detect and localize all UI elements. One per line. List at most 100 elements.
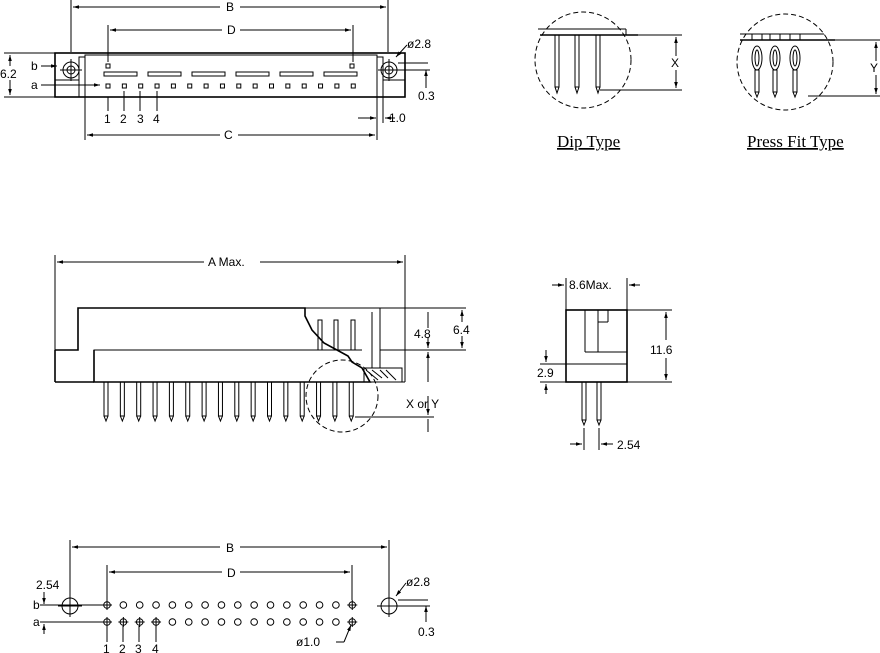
pin-hole: [332, 618, 340, 626]
side-pin-tip: [168, 415, 174, 423]
side-pin: [119, 381, 125, 417]
pin-number-4: 4: [153, 112, 160, 126]
pin-mark-a: [285, 83, 291, 89]
side-pin-tip: [217, 415, 223, 423]
side-pin: [250, 381, 256, 417]
pin-hole: [217, 618, 226, 626]
side-pin-tip: [267, 415, 272, 423]
side-view: A Max. 4.8 6.4 X or Y: [54, 255, 474, 433]
side-pin: [185, 381, 191, 417]
pin-hole: [168, 601, 177, 609]
bottom-view: B D 2.54 b a ø2.8 0.3 ø1.0 1 2 3: [33, 540, 435, 653]
dim-x-or-y-label: X or Y: [406, 397, 439, 411]
dim-2-9-label: 2.9: [537, 366, 554, 380]
pin-mark-b: [105, 63, 111, 69]
side-pin: [332, 381, 338, 417]
side-pin-tip: [332, 415, 338, 423]
dim-8-6-max-label: 8.6Max.: [569, 278, 612, 292]
side-pin: [217, 381, 223, 417]
bottom-pin-number-3: 3: [135, 642, 142, 653]
dim-y-label: Y: [870, 61, 878, 75]
side-pin: [267, 381, 272, 417]
pin-hole: [217, 601, 226, 609]
pin-hole: [184, 618, 193, 626]
pin-mark-a: [269, 83, 274, 89]
row-a-label: a: [31, 78, 38, 92]
pin-mark-a: [350, 83, 356, 89]
pin-hole: [315, 618, 324, 626]
side-pin-tip: [103, 415, 109, 423]
top-view: B D 6.2 b: [0, 0, 435, 142]
bottom-pin-number-1: 1: [103, 642, 110, 653]
side-pin-tip: [234, 415, 240, 423]
dim-1-0-label: 1.0: [389, 111, 406, 125]
side-pin: [283, 381, 289, 417]
press-fit-pin: [754, 69, 760, 93]
pin-mark-a: [170, 83, 176, 89]
press-fit-eye-inner: [772, 49, 778, 67]
pin-mark-a: [334, 83, 340, 89]
dim-a-max-label: A Max.: [208, 255, 245, 269]
pin-mark-a: [105, 83, 111, 89]
pin-mark-a: [252, 83, 258, 89]
side-pin: [103, 381, 109, 417]
press-fit-pin: [772, 69, 778, 93]
side-pin-tip: [316, 415, 322, 423]
press-fit-pin-tip: [754, 91, 760, 99]
dim-b-label: B: [226, 0, 234, 14]
pin-hole: [283, 601, 291, 609]
bottom-dim-b-label: B: [226, 541, 234, 555]
pin-hole: [283, 618, 291, 626]
pin-mark-a: [318, 83, 324, 89]
pin-mark-a: [301, 83, 307, 89]
side-pin: [299, 381, 305, 417]
side-pin-tip: [136, 415, 142, 423]
pin-mark-a: [154, 83, 160, 89]
pin-hole: [332, 601, 340, 609]
pin-hole: [168, 618, 177, 626]
dim-6-4-label: 6.4: [453, 323, 470, 337]
pin-mark-a: [187, 83, 193, 89]
pin-hole: [201, 601, 209, 609]
pin-mark-a: [203, 83, 209, 89]
dip-type-caption: Dip Type: [557, 132, 620, 151]
pin-mark-b: [349, 63, 355, 69]
pin-number-3: 3: [137, 112, 144, 126]
press-fit-pin: [792, 69, 798, 93]
bottom-dim-0-3-label: 0.3: [418, 625, 435, 639]
side-pin: [201, 381, 207, 417]
pin-hole-dia-label: ø1.0: [296, 635, 320, 649]
press-fit-pin-tip: [792, 91, 798, 99]
dim-11-6-label: 11.6: [650, 343, 673, 357]
side-pin: [234, 381, 240, 417]
side-pin: [168, 381, 174, 417]
pin-mark-a: [121, 83, 127, 89]
side-pin: [348, 381, 354, 417]
pin-hole: [184, 601, 193, 609]
pin-mark-a: [138, 83, 144, 89]
side-pin-tip: [119, 415, 125, 423]
dim-2-54-label: 2.54: [617, 438, 641, 452]
pin-number-1: 1: [104, 112, 111, 126]
pin-hole: [135, 601, 144, 609]
bottom-pin-number-4: 4: [152, 642, 159, 653]
press-fit-type-detail: Y Press Fit Type: [736, 13, 880, 151]
side-pin-tip: [283, 415, 289, 423]
pin-hole: [299, 618, 308, 626]
pin-mark-a: [219, 83, 225, 89]
bottom-pin-number-2: 2: [119, 642, 126, 653]
pin-hole: [266, 618, 275, 626]
pin-hole: [266, 601, 275, 609]
pin-hole: [201, 618, 209, 626]
side-pin: [316, 381, 322, 417]
pin-hole: [152, 601, 160, 609]
row-b-label: b: [31, 59, 38, 73]
press-fit-eye-inner: [754, 49, 760, 67]
pin-hole: [315, 601, 324, 609]
bottom-hole-dia-label: ø2.8: [406, 575, 430, 589]
dim-6-2-label: 6.2: [0, 67, 17, 81]
side-pin-tip: [185, 415, 191, 423]
side-pin: [152, 381, 158, 417]
pin-mark-a: [236, 83, 242, 89]
